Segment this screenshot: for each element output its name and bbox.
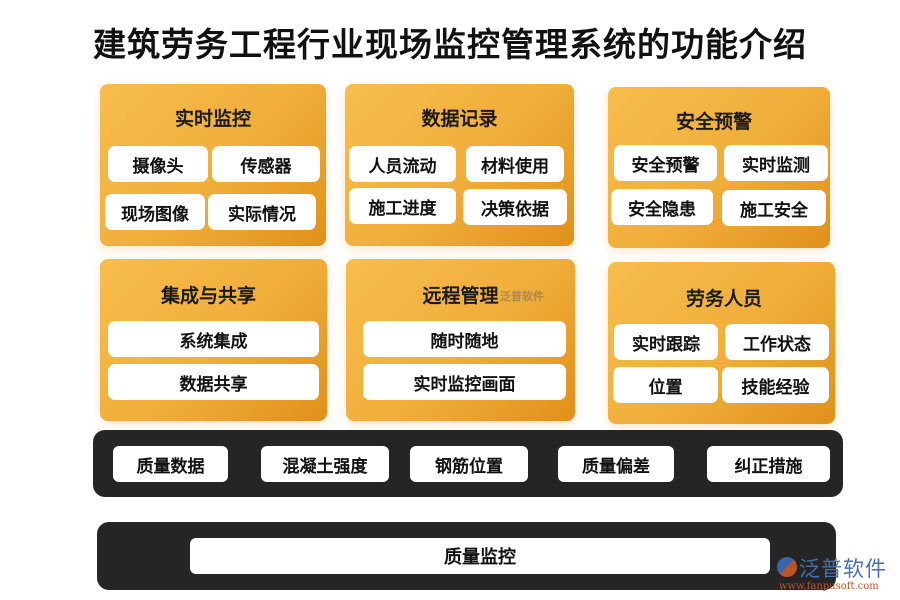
- chip-realtime-detection: 实时监测: [724, 145, 828, 181]
- chip-location: 位置: [613, 367, 718, 403]
- chip-material-use: 材料使用: [466, 146, 564, 182]
- card-labor-personnel: 劳务人员 实时跟踪 工作状态 位置 技能经验: [608, 262, 835, 424]
- brand-name: 泛普软件: [799, 557, 887, 581]
- brand-logo-icon: [777, 557, 797, 577]
- chip-personnel-flow: 人员流动: [349, 146, 456, 182]
- chip-corrective-measures: 纠正措施: [707, 446, 830, 482]
- chip-quality-deviation: 质量偏差: [558, 446, 674, 482]
- watermark-small: 泛普软件: [500, 290, 544, 303]
- quality-monitoring-label: 质量监控: [190, 538, 770, 574]
- brand-watermark: 泛普软件 www.fanpusoft.com: [775, 553, 895, 597]
- card-title: 实时监控: [174, 108, 251, 130]
- brand-url: www.fanpusoft.com: [779, 581, 879, 592]
- chip-realtime-monitor-view: 实时监控画面: [363, 364, 566, 400]
- card-title: 安全预警: [675, 111, 752, 133]
- chip-sensor: 传感器: [212, 146, 320, 182]
- chip-safety-hazard: 安全隐患: [611, 189, 713, 225]
- card-data-record: 数据记录 人员流动 材料使用 施工进度 决策依据: [345, 84, 574, 246]
- card-integration-sharing: 集成与共享 系统集成 数据共享: [100, 259, 327, 421]
- chip-skill-experience: 技能经验: [722, 367, 829, 403]
- card-title: 数据记录: [421, 108, 498, 130]
- chip-construction-progress: 施工进度: [349, 188, 456, 224]
- chip-concrete-strength: 混凝土强度: [261, 446, 389, 482]
- chip-safety-warning: 安全预警: [614, 145, 717, 181]
- quality-data-band: 质量数据 混凝土强度 钢筋位置 质量偏差 纠正措施: [93, 430, 843, 497]
- chip-construction-safety: 施工安全: [722, 190, 826, 226]
- page-title: 建筑劳务工程行业现场监控管理系统的功能介绍: [93, 25, 807, 64]
- chip-data-sharing: 数据共享: [108, 364, 319, 400]
- chip-rebar-position: 钢筋位置: [410, 446, 528, 482]
- card-title: 劳务人员: [685, 288, 762, 310]
- quality-monitoring-band: 质量监控: [97, 522, 836, 590]
- card-safety-warning: 安全预警 安全预警 实时监测 安全隐患 施工安全: [608, 87, 830, 248]
- chip-quality-data: 质量数据: [113, 446, 228, 482]
- chip-actual-status: 实际情况: [208, 194, 316, 230]
- chip-realtime-tracking: 实时跟踪: [614, 324, 718, 360]
- card-realtime-monitoring: 实时监控 摄像头 传感器 现场图像 实际情况: [100, 84, 326, 246]
- chip-work-status: 工作状态: [725, 324, 829, 360]
- chip-site-image: 现场图像: [105, 194, 205, 230]
- card-remote-management: 远程管理 随时随地 实时监控画面: [346, 259, 575, 421]
- card-title: 集成与共享: [160, 285, 256, 307]
- card-title: 远程管理: [422, 285, 499, 307]
- chip-anytime-anywhere: 随时随地: [363, 321, 566, 357]
- chip-system-integration: 系统集成: [108, 321, 319, 357]
- chip-decision-basis: 决策依据: [463, 189, 567, 225]
- chip-camera: 摄像头: [108, 146, 208, 182]
